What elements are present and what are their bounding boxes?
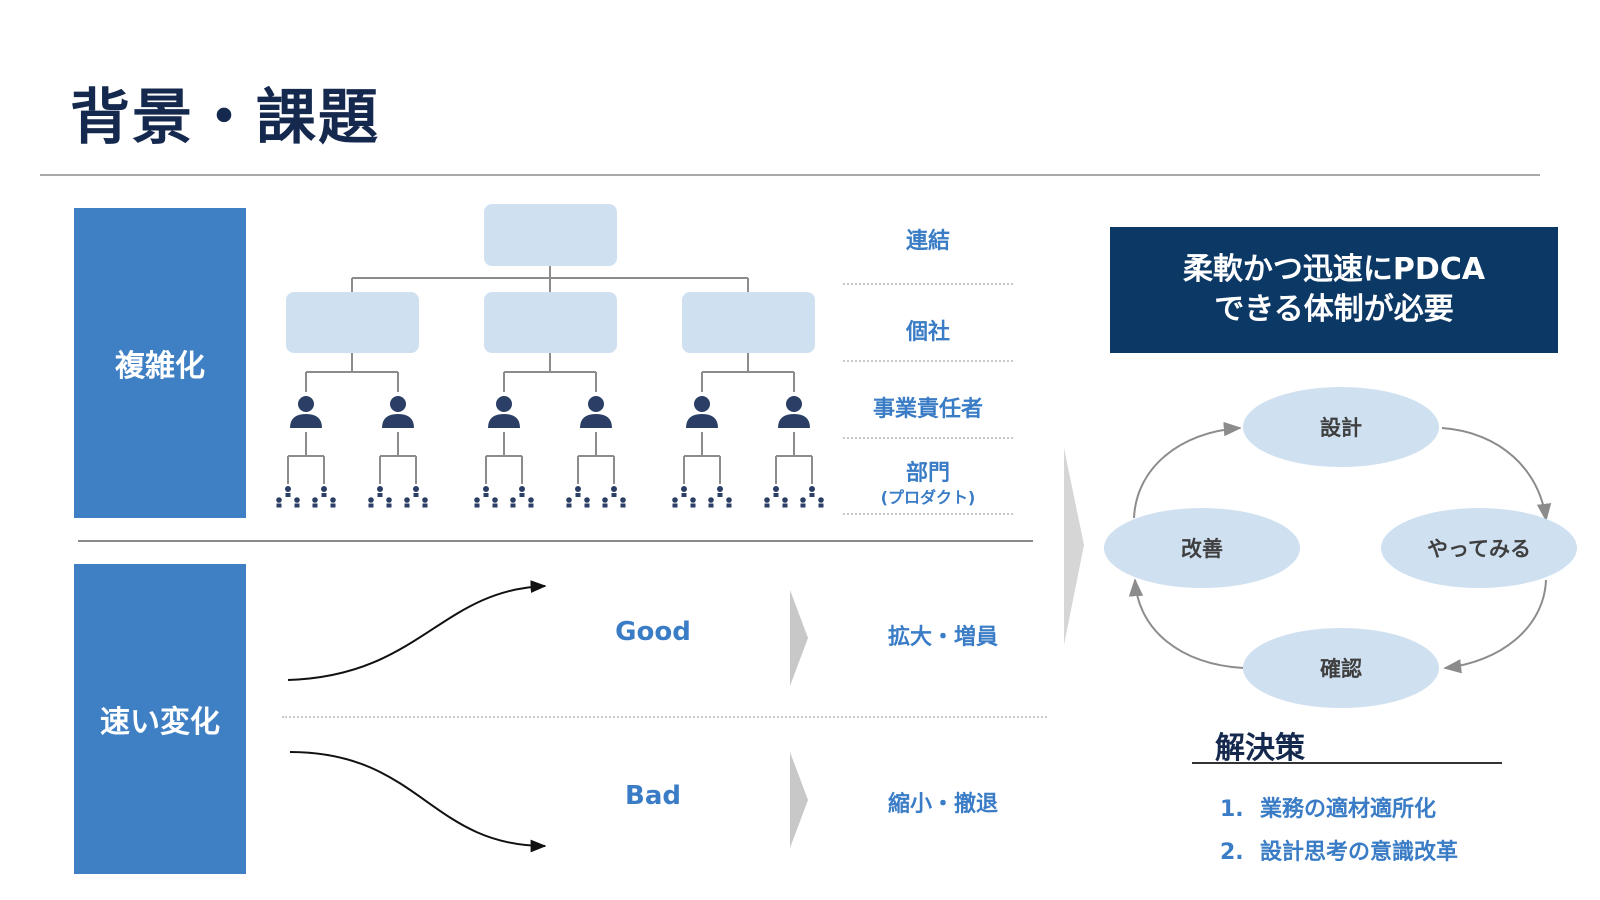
conclusion-line-2: できる体制が必要: [1214, 292, 1454, 327]
trend-divider: [282, 716, 1047, 718]
level-label-business-owner: 事業責任者: [872, 397, 983, 422]
team-icon: [404, 486, 428, 508]
section-divider: [78, 540, 1033, 542]
team-icon: [368, 486, 392, 508]
bad-chevron: [790, 752, 808, 848]
level-divider-4: [843, 513, 1013, 515]
level-divider-3: [843, 437, 1013, 439]
conclusion-box: 柔軟かつ迅速にPDCA できる体制が必要: [1110, 227, 1558, 353]
solution-item-1: 1. 業務の適材適所化: [1220, 791, 1436, 823]
solution-item-2-number: 2.: [1220, 840, 1244, 865]
level-label-consolidated: 連結: [905, 229, 950, 254]
bad-outcome-label: 縮小・撤退: [887, 792, 998, 817]
arrow-check-to-act: [1128, 578, 1244, 669]
person-icon: [488, 396, 520, 428]
org-box-consolidated: [484, 204, 617, 266]
cycle-act-label: 改善: [1181, 537, 1223, 561]
good-label: Good: [615, 617, 691, 647]
level-sublabel-product: (プロダクト): [880, 488, 976, 507]
person-icon: [686, 396, 718, 428]
person-icon: [778, 396, 810, 428]
solution-item-1-text: 業務の適材適所化: [1260, 797, 1437, 822]
fast-change-box: 速い変化: [74, 564, 246, 874]
page-title: 背景・課題: [70, 83, 380, 153]
cycle-check-label: 確認: [1320, 657, 1362, 681]
person-icon: [290, 396, 322, 428]
person-icon: [580, 396, 612, 428]
team-icon: [764, 486, 788, 508]
team-icon: [276, 486, 300, 508]
solution-underline: [1192, 762, 1502, 764]
solution-title: 解決策: [1215, 731, 1305, 766]
complexity-box: 複雑化: [74, 208, 246, 518]
bad-label: Bad: [625, 781, 681, 811]
level-label-company: 個社: [905, 320, 950, 345]
cycle-act-node: 改善: [1104, 508, 1300, 588]
team-icon: [672, 486, 696, 508]
solution-item-1-number: 1.: [1220, 797, 1244, 822]
good-curve: [287, 580, 547, 681]
team-icon: [510, 486, 534, 508]
cycle-do-label: やってみる: [1427, 537, 1531, 561]
complexity-label: 複雑化: [115, 349, 205, 384]
org-box-company-2: [484, 292, 617, 353]
level-divider-1: [843, 283, 1013, 285]
level-label-department: 部門: [905, 461, 950, 486]
team-icon: [602, 486, 626, 508]
org-box-company-1: [286, 292, 419, 353]
team-icon: [708, 486, 732, 508]
main-chevron: [1064, 448, 1084, 645]
good-chevron: [790, 590, 808, 686]
bad-curve: [289, 751, 547, 853]
level-divider-2: [843, 360, 1013, 362]
team-icon: [474, 486, 498, 508]
team-icon: [566, 486, 590, 508]
arrow-do-to-check: [1443, 579, 1547, 674]
org-box-company-3: [682, 292, 815, 353]
title-divider: [40, 174, 1540, 176]
arrow-act-to-plan: [1133, 421, 1242, 519]
fast-change-label: 速い変化: [100, 705, 220, 740]
cycle-plan-node: 設計: [1243, 387, 1439, 467]
solution-item-2: 2. 設計思考の意識改革: [1220, 834, 1458, 866]
solution-item-2-text: 設計思考の意識改革: [1260, 840, 1459, 865]
cycle-plan-label: 設計: [1320, 416, 1362, 440]
team-icon: [800, 486, 824, 508]
cycle-check-node: 確認: [1243, 628, 1439, 708]
cycle-do-node: やってみる: [1381, 508, 1577, 588]
arrow-plan-to-do: [1441, 427, 1552, 522]
conclusion-line-1: 柔軟かつ迅速にPDCA: [1182, 252, 1486, 287]
good-outcome-label: 拡大・増員: [887, 625, 998, 650]
person-icon: [382, 396, 414, 428]
team-icon: [312, 486, 336, 508]
